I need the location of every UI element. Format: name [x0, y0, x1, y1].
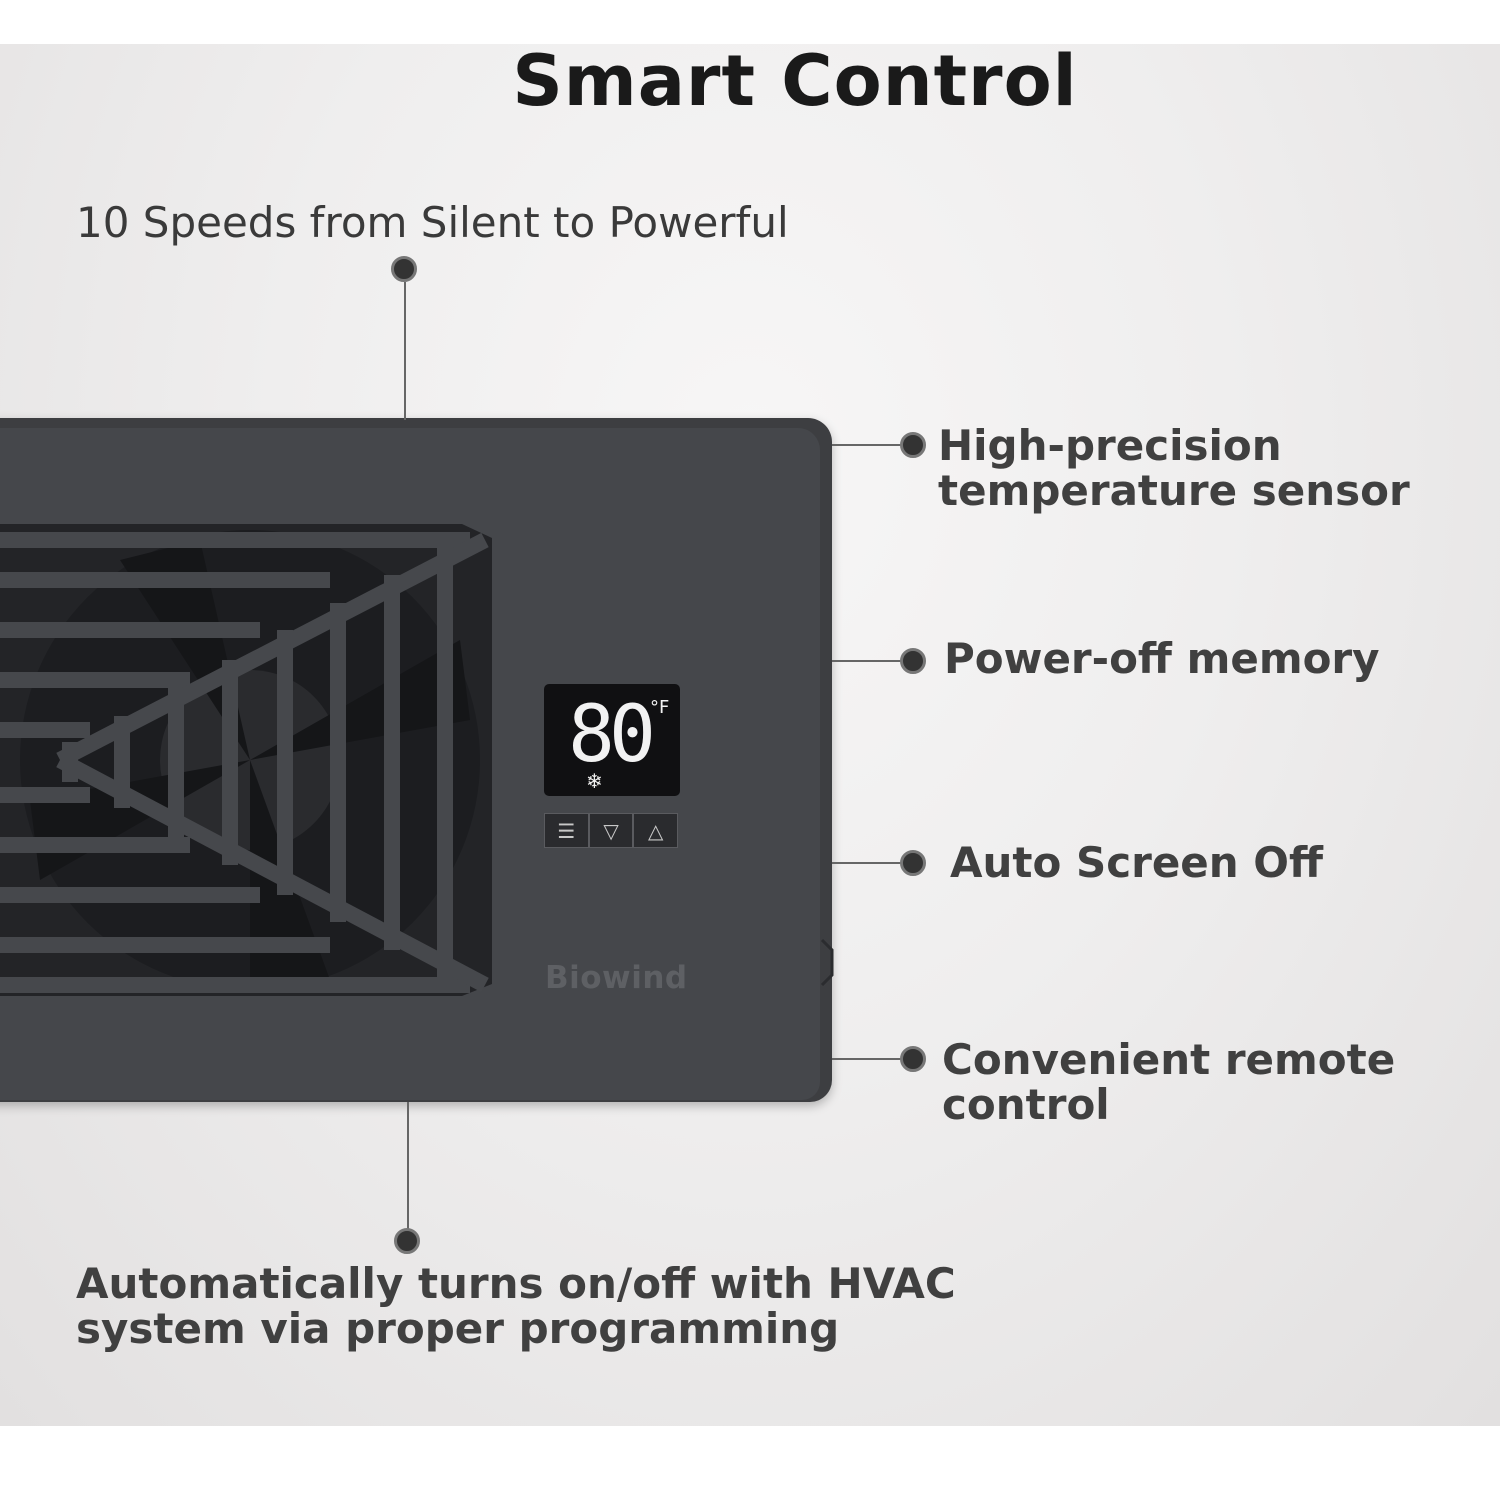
page-title: Smart Control: [512, 40, 1078, 122]
callout-line-sensor: [832, 444, 914, 446]
feature-hvac-line2: system via proper programming: [76, 1304, 840, 1353]
control-buttons: ☰ ▽ △: [544, 813, 679, 848]
feature-sensor-line1: High-precision: [938, 421, 1282, 470]
brand-logo: Biowind: [545, 960, 688, 996]
callout-line-screen-off: [832, 862, 914, 864]
menu-button[interactable]: ☰: [544, 813, 589, 848]
up-button[interactable]: △: [633, 813, 679, 848]
callout-dot-sensor: [900, 432, 926, 458]
callout-dot-memory: [900, 648, 926, 674]
callout-line-hvac: [407, 1102, 409, 1230]
callout-line-remote: [832, 1058, 914, 1060]
callout-dot-speeds: [391, 256, 417, 282]
up-triangle-icon: △: [647, 818, 664, 843]
feature-remote-line2: control: [942, 1080, 1110, 1129]
down-triangle-icon: ▽: [603, 818, 619, 843]
feature-hvac-line1: Automatically turns on/off with HVAC: [76, 1259, 956, 1308]
feature-remote-line1: Convenient remote: [942, 1035, 1396, 1084]
feature-memory: Power-off memory: [944, 634, 1380, 683]
down-button[interactable]: ▽: [588, 813, 634, 848]
menu-icon: ☰: [557, 818, 576, 843]
temperature-display: [544, 684, 680, 796]
callout-line-speeds: [404, 282, 406, 420]
snowflake-icon: ❄: [586, 769, 603, 793]
callout-dot-screen-off: [900, 850, 926, 876]
feature-screen-off: Auto Screen Off: [950, 838, 1324, 887]
feature-speeds: 10 Speeds from Silent to Powerful: [76, 198, 789, 247]
temperature-readout: 80: [568, 690, 656, 780]
callout-dot-hvac: [394, 1228, 420, 1254]
callout-line-memory: [832, 660, 914, 662]
temperature-unit: °F: [650, 697, 670, 718]
feature-sensor-line2: temperature sensor: [938, 466, 1410, 515]
callout-dot-remote: [900, 1046, 926, 1072]
